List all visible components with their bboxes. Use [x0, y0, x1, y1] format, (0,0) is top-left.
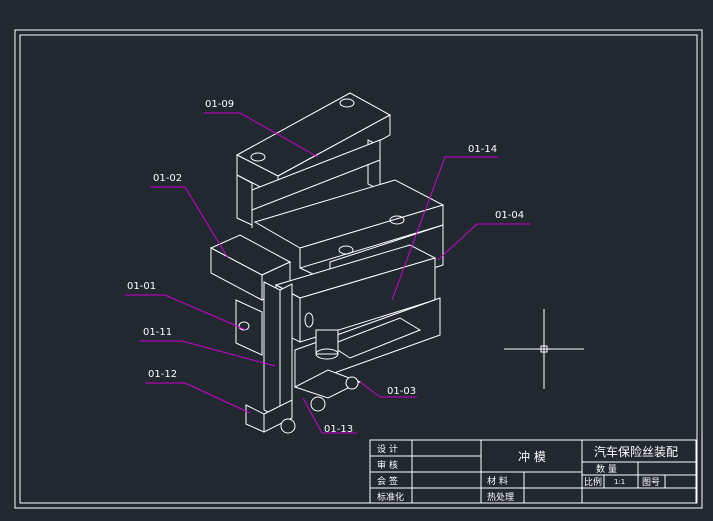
tb-quantity-label: 数 量 — [596, 463, 617, 475]
title-block: 设 计 审 核 会 签 标准化 冲 模 材 料 热处理 汽车保险丝装配 数 量 … — [369, 439, 697, 504]
callout-01-14: 01-14 — [391, 144, 498, 301]
svg-text:01-11: 01-11 — [143, 327, 172, 338]
tb-name: 冲 模 — [518, 449, 546, 464]
svg-text:01-13: 01-13 — [324, 424, 353, 435]
callout-01-01: 01-01 — [125, 281, 247, 331]
callout-01-02: 01-02 — [150, 173, 229, 259]
callout-01-03: 01-03 — [359, 381, 417, 398]
svg-text:01-14: 01-14 — [468, 144, 497, 155]
tb-countersign-label: 会 签 — [377, 475, 398, 487]
tb-heat-treatment-label: 热处理 — [487, 491, 514, 503]
tb-review-label: 审 核 — [377, 459, 398, 471]
callout-01-12: 01-12 — [145, 369, 251, 414]
part-top-plate — [235, 92, 392, 228]
tb-material-label: 材 料 — [487, 475, 508, 487]
svg-text:01-02: 01-02 — [153, 173, 182, 184]
tb-design-label: 设 计 — [377, 443, 398, 455]
callout-01-13: 01-13 — [302, 397, 357, 435]
callout-01-09: 01-09 — [204, 99, 319, 158]
tb-drawing-no-label: 图号 — [642, 477, 660, 488]
tb-drawing-title: 汽车保险丝装配 — [594, 444, 678, 459]
svg-text:01-04: 01-04 — [495, 210, 524, 221]
part-left-block — [209, 234, 292, 301]
svg-text:01-03: 01-03 — [387, 386, 416, 397]
callout-01-11: 01-11 — [140, 327, 276, 367]
svg-text:01-09: 01-09 — [205, 99, 234, 110]
svg-text:01-12: 01-12 — [148, 369, 177, 380]
tb-scale-label: 比例 — [584, 476, 602, 488]
outer-border — [14, 29, 703, 509]
inner-border — [19, 34, 698, 504]
tb-standardization-label: 标准化 — [377, 491, 404, 503]
part-base — [235, 297, 441, 399]
callout-01-04: 01-04 — [437, 210, 530, 261]
svg-text:01-01: 01-01 — [127, 281, 156, 292]
isometric-assembly — [209, 92, 445, 434]
part-vertical-post — [245, 281, 359, 434]
tb-scale-value: 1:1 — [614, 478, 625, 486]
crosshair-cursor-icon — [504, 309, 584, 389]
